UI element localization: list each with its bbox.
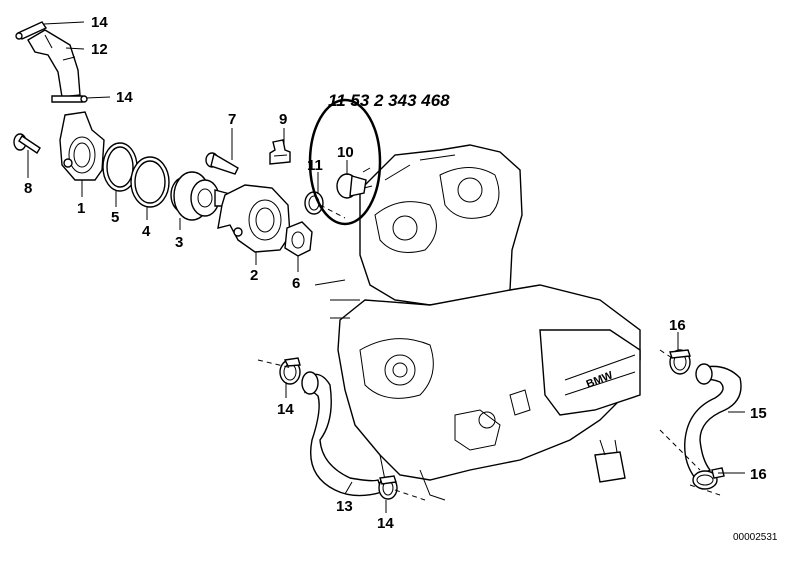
callout-5: 5 — [111, 209, 119, 226]
part-9-sensor — [269, 139, 291, 165]
diagram-number-label: 00002531 — [733, 532, 778, 543]
callout-9: 9 — [279, 111, 287, 128]
callout-12: 12 — [91, 41, 108, 58]
callout-6: 6 — [292, 275, 300, 292]
callout-2: 2 — [250, 267, 258, 284]
part-14-hose-clip-left — [279, 357, 301, 385]
callout-11: 11 — [307, 157, 323, 174]
part-15-right-hose — [684, 363, 742, 479]
callout-13: 13 — [336, 498, 353, 515]
part-7-bolt — [205, 152, 239, 175]
leader-lines — [27, 21, 745, 513]
callout-14-bottom: 14 — [377, 515, 394, 532]
callout-10: 10 — [337, 144, 354, 161]
callout-8: 8 — [24, 180, 32, 197]
part-5-o-ring — [102, 142, 138, 192]
callout-3: 3 — [175, 234, 183, 251]
part-2-pump-housing — [217, 184, 291, 253]
part-12-elbow-hose — [27, 29, 81, 98]
highlight-ellipse — [308, 98, 382, 226]
part-14-clip-top — [15, 21, 48, 40]
callout-14-middle: 14 — [116, 89, 133, 106]
callout-1: 1 — [77, 200, 85, 217]
part-6-gasket — [284, 221, 313, 257]
callout-7: 7 — [228, 111, 236, 128]
part-8-bolt — [13, 133, 41, 154]
part-14-clip-middle — [51, 95, 88, 103]
part-14-hose-clip-bottom — [378, 475, 398, 500]
callout-14-top: 14 — [91, 14, 108, 31]
callout-15: 15 — [750, 405, 767, 422]
part-4-gasket-ring — [130, 156, 170, 208]
part-number-label: 11 53 2 343 468 — [328, 91, 450, 110]
assembly-lines — [257, 204, 721, 501]
part-16-clip-upper — [669, 349, 691, 375]
callout-16-lower: 16 — [750, 466, 767, 483]
engine-block: BMW — [314, 144, 641, 501]
callout-4: 4 — [142, 223, 151, 240]
part-11-seal-ring — [304, 191, 324, 215]
callout-labels: 14 12 14 8 1 5 4 3 7 9 2 6 11 10 14 13 1… — [24, 14, 767, 532]
part-10-temperature-sensor — [336, 167, 373, 199]
callout-14-left: 14 — [277, 401, 294, 418]
callout-16-upper: 16 — [669, 317, 686, 334]
part-3-thermostat — [170, 171, 231, 221]
part-1-thermostat-housing — [59, 111, 105, 181]
